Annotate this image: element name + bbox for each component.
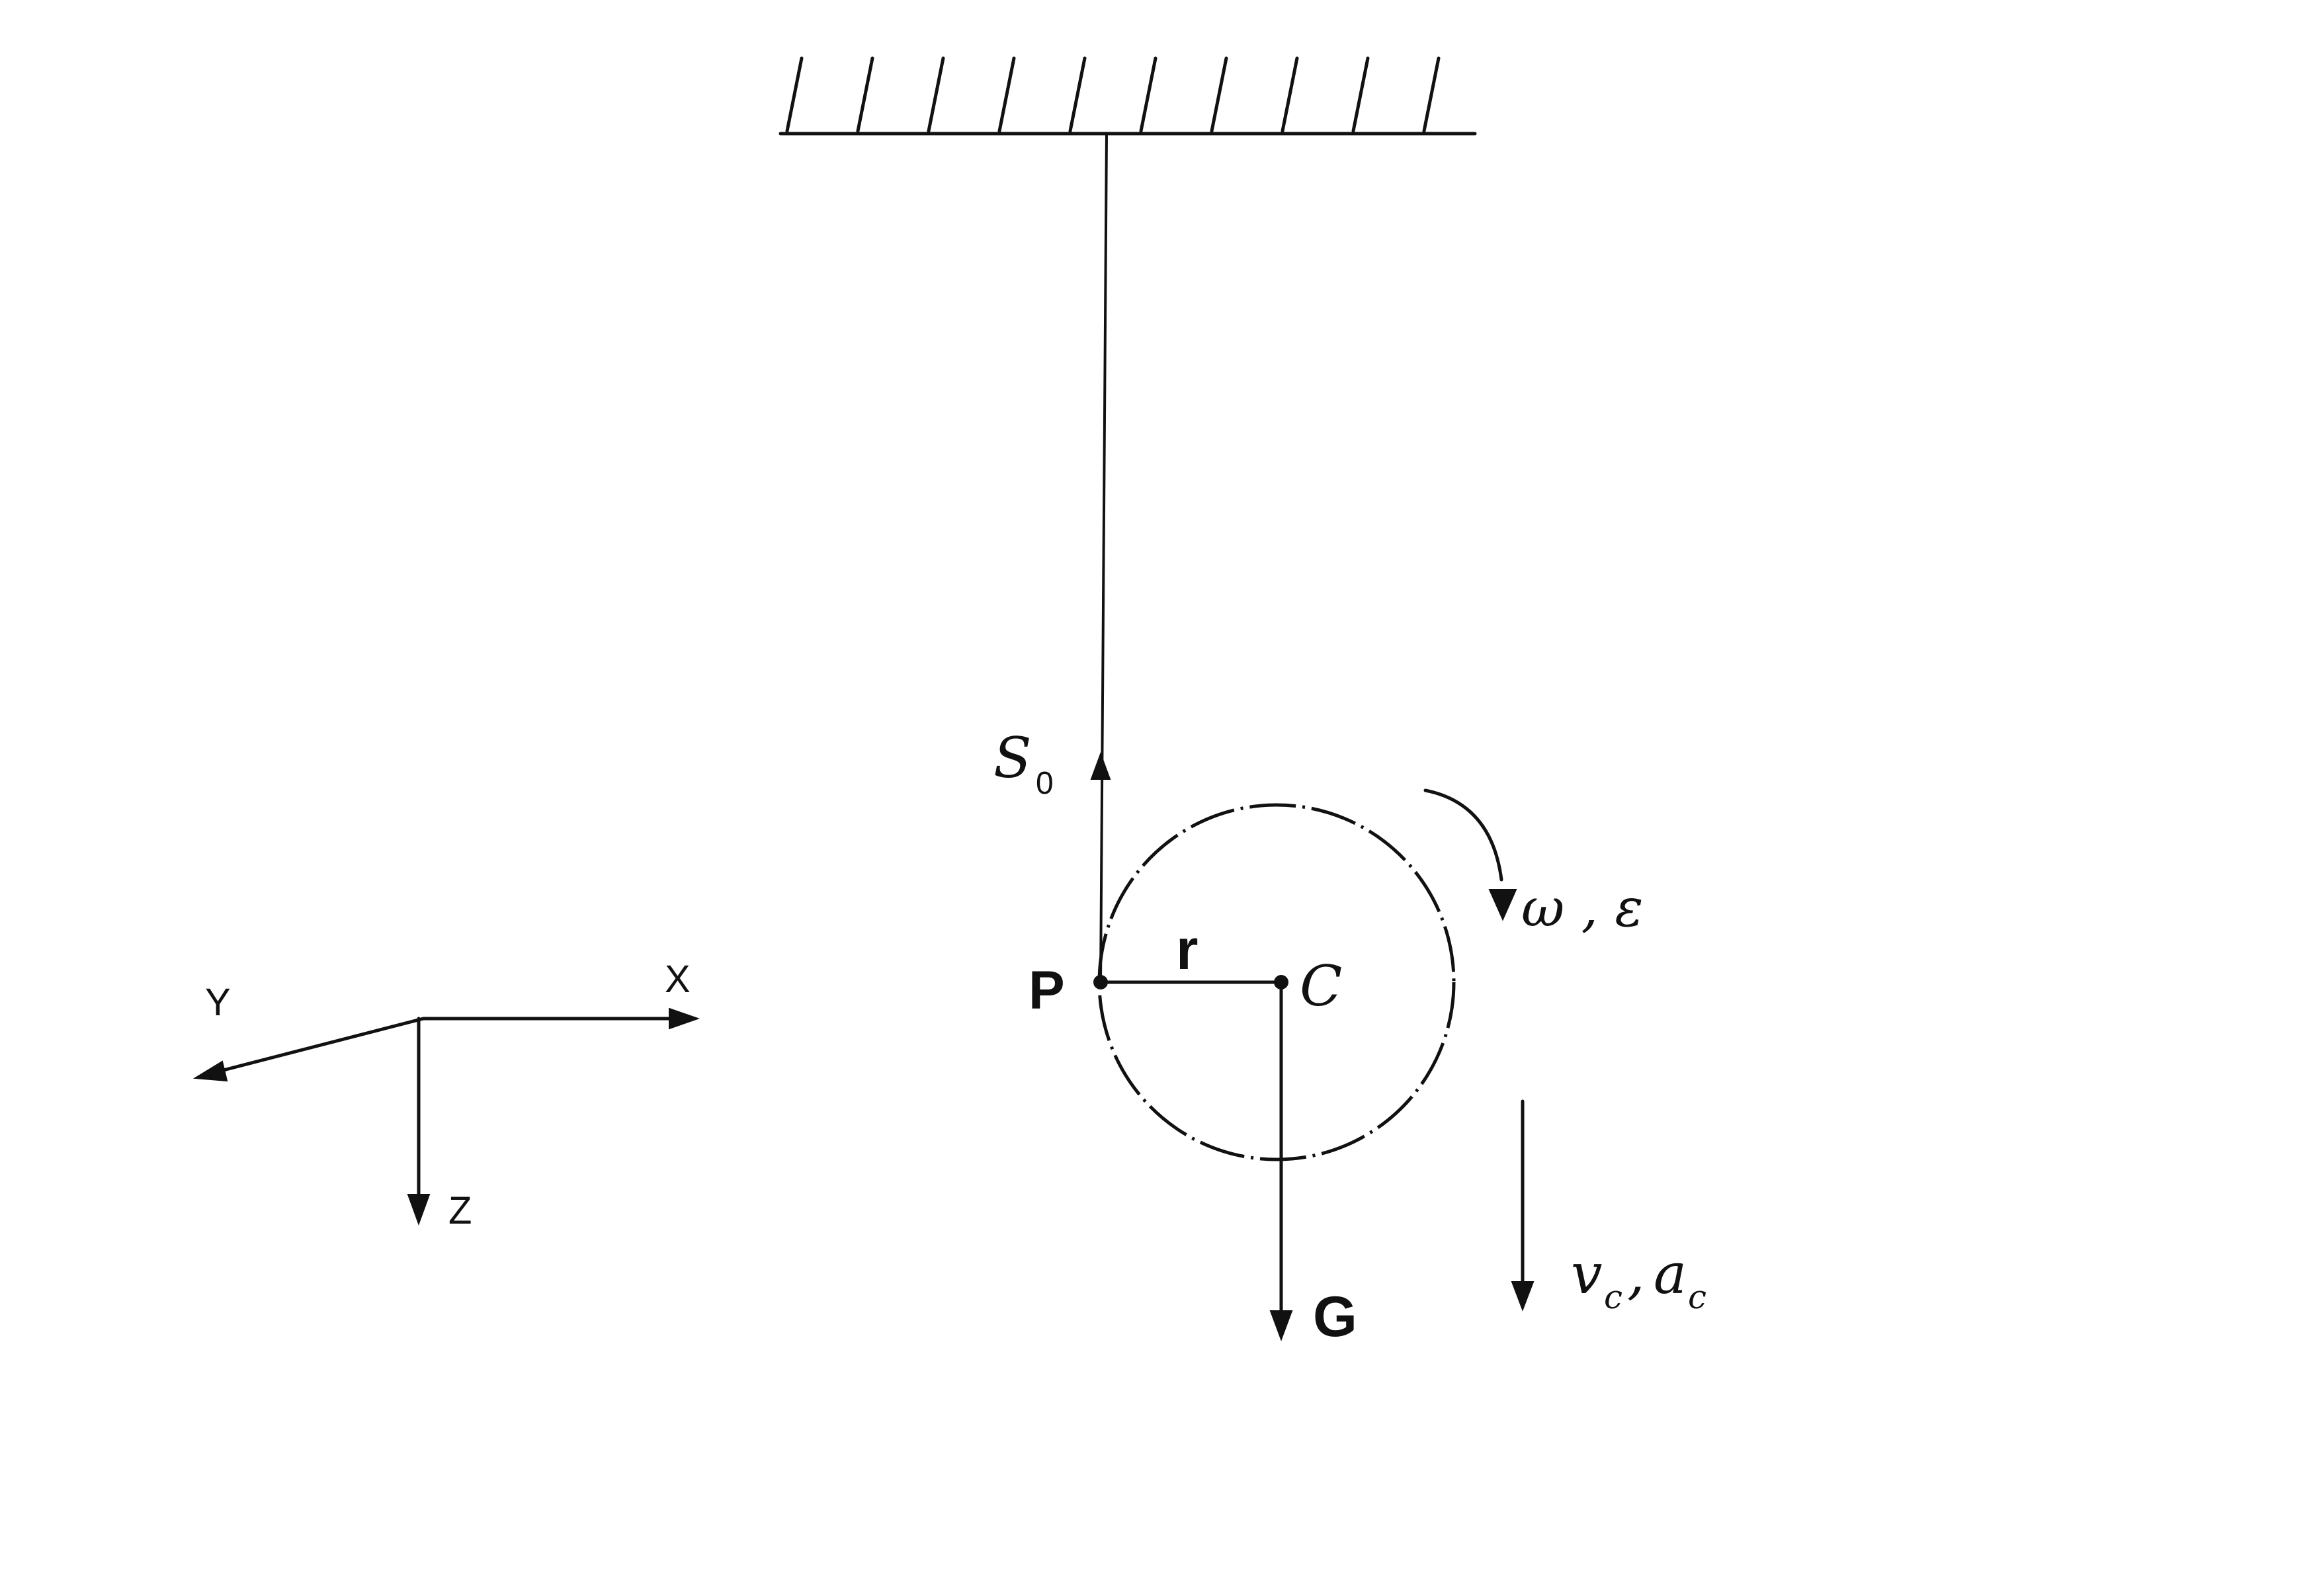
tension-subscript: 0 — [1036, 766, 1054, 801]
rope — [1099, 132, 1108, 984]
acceleration-subscript: c — [1688, 1278, 1706, 1316]
axis-y-line — [216, 1017, 425, 1073]
axis-z-arrowhead — [407, 1194, 431, 1226]
velocity-acceleration-label: v c , a c — [1571, 1241, 1706, 1316]
acceleration-label: a — [1654, 1241, 1687, 1306]
label-separator: , — [1627, 1241, 1645, 1306]
axis-x-arrowhead — [669, 1007, 700, 1030]
gravity-label: G — [1313, 1285, 1357, 1349]
tension-arrowhead — [1090, 752, 1111, 780]
axis-y-arrowhead — [192, 1060, 228, 1082]
axis-z-label: Z — [448, 1189, 472, 1232]
point-p-label: P — [1029, 960, 1065, 1021]
point-p-dot — [1093, 975, 1108, 989]
velocity-label: v — [1571, 1241, 1602, 1306]
angular-arrowhead — [1488, 889, 1517, 921]
center-c-label: C — [1300, 954, 1342, 1019]
ceiling-hatching — [785, 56, 1441, 133]
axis-y-label: Y — [205, 981, 231, 1024]
tension-label: S — [993, 726, 1032, 790]
angular-label: ω , ε — [1521, 877, 1643, 939]
disk-outline — [1097, 803, 1456, 1161]
ceiling-support — [779, 56, 1477, 136]
axis-x-label: X — [665, 958, 691, 1001]
radius-label: r — [1176, 918, 1198, 982]
velocity-subscript: c — [1604, 1278, 1622, 1316]
gravity-arrowhead — [1269, 1310, 1293, 1341]
angular-arrow-curve — [1423, 788, 1503, 882]
coordinate-axes — [192, 1007, 700, 1226]
velocity-arrowhead — [1511, 1281, 1535, 1312]
